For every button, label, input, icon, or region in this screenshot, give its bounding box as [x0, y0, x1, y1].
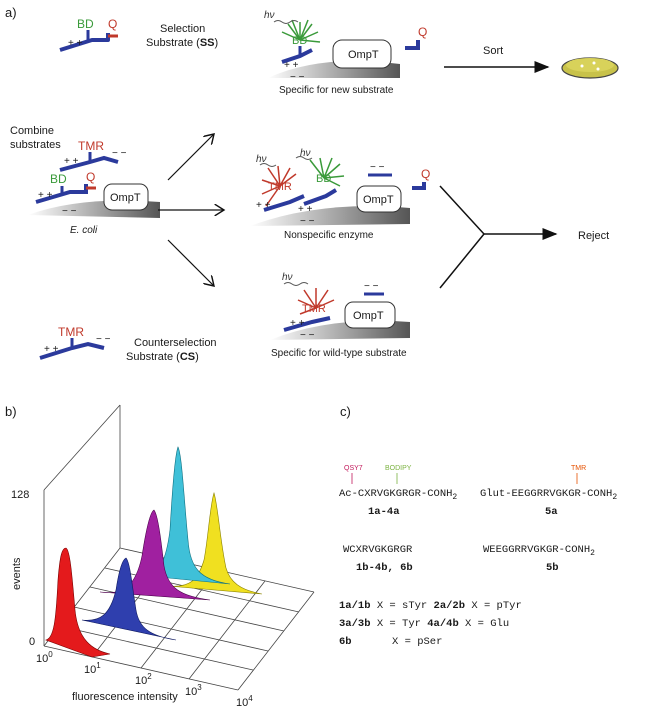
- cs-label-line1: Counterselection: [134, 337, 217, 349]
- ompt-label: OmpT: [348, 49, 379, 61]
- cs-label-line2: Substrate (CS): [126, 351, 199, 363]
- svg-text:hν: hν: [264, 10, 275, 21]
- svg-text:BD: BD: [292, 35, 307, 47]
- ss-label-line2: Substrate (SS): [146, 37, 218, 49]
- svg-text:− −: − −: [62, 206, 77, 217]
- svg-text:hν: hν: [300, 148, 311, 159]
- svg-text:+ +: + +: [284, 60, 299, 71]
- combine-line1: Combine: [10, 125, 54, 137]
- svg-text:OmpT: OmpT: [363, 194, 394, 206]
- arrow-up: [167, 134, 214, 181]
- nonspecific-cell: OmpT TMR BD + + + + − − hν hν − − Q: [250, 148, 430, 227]
- seq-1-id: 1a-4a: [368, 506, 400, 518]
- svg-text:TMR: TMR: [571, 465, 586, 472]
- svg-text:+ +: + +: [298, 204, 313, 215]
- svg-text:100: 100: [36, 650, 53, 665]
- svg-text:+ +: + +: [64, 156, 79, 167]
- svg-text:102: 102: [135, 672, 152, 687]
- ecoli-cell-left: OmpT BD Q + + − −: [28, 170, 160, 218]
- y-axis-label: events: [11, 557, 23, 590]
- svg-text:+ +: + +: [44, 344, 59, 355]
- svg-text:hν: hν: [256, 154, 267, 165]
- svg-text:BD: BD: [50, 172, 67, 186]
- y-tick-128: 128: [11, 489, 29, 501]
- sort-label: Sort: [483, 45, 503, 57]
- legend-row-1: 1a/1b X = sTyr 2a/2b X = pTyr: [339, 600, 522, 612]
- histogram-series-blue: [81, 557, 177, 641]
- svg-text:+ +: + +: [38, 190, 53, 201]
- svg-text:103: 103: [185, 683, 202, 698]
- combine-line2: substrates: [10, 139, 61, 151]
- svg-text:TMR: TMR: [268, 181, 292, 193]
- tmr-substrate-glyph: TMR + + − −: [59, 139, 127, 172]
- ecoli-label: E. coli: [70, 225, 98, 236]
- caption-nonspecific: Nonspecific enzyme: [284, 230, 374, 241]
- svg-text:+ +: + +: [256, 200, 271, 211]
- histogram-series-cyan: [137, 446, 231, 585]
- x-ticks: 100 101 102 103 104: [36, 650, 253, 709]
- caption-specific-wt: Specific for wild-type substrate: [271, 348, 407, 359]
- panel-a-label: a): [5, 5, 17, 20]
- svg-text:OmpT: OmpT: [353, 310, 384, 322]
- x-axis-label: fluorescence intensity: [72, 691, 178, 703]
- seq-2: Glut-EEGGRRVGKGR-CONH2: [480, 488, 617, 502]
- dye-labels: QSY7 BODIPY TMR: [344, 465, 586, 484]
- arrow-down: [167, 239, 214, 286]
- reject-label: Reject: [578, 230, 609, 242]
- svg-text:104: 104: [236, 694, 253, 709]
- svg-text:− −: − −: [300, 330, 315, 341]
- histogram-series-red: [44, 547, 111, 658]
- ss-label-line1: Selection: [160, 23, 205, 35]
- counterselection-substrate-glyph: TMR + + − −: [39, 325, 111, 360]
- svg-text:Q: Q: [421, 167, 430, 181]
- seq-2-id: 5a: [545, 506, 558, 518]
- legend-row-2: 3a/3b X = Tyr 4a/4b X = Glu: [339, 618, 509, 630]
- svg-text:Q: Q: [418, 25, 427, 39]
- svg-text:− −: − −: [364, 281, 379, 292]
- svg-text:− −: − −: [112, 148, 127, 159]
- svg-text:− −: − −: [300, 216, 315, 227]
- y-tick-0: 0: [29, 636, 35, 648]
- seq-3: WCXRVGKGRGR: [343, 544, 413, 556]
- q-label: Q: [108, 17, 117, 31]
- svg-text:TMR: TMR: [78, 139, 104, 153]
- seq-1: Ac-CXRVGKGRGR-CONH2: [339, 488, 457, 502]
- seq-3-id: 1b-4b, 6b: [356, 562, 413, 574]
- merge-lines: [439, 185, 485, 289]
- panel-c-label: c): [340, 404, 351, 419]
- svg-text:BD: BD: [316, 173, 331, 185]
- svg-text:+ +: + +: [290, 318, 305, 329]
- svg-text:Q: Q: [86, 170, 95, 184]
- bd-label: BD: [77, 17, 94, 31]
- selection-substrate-glyph: + + BD Q: [59, 17, 118, 52]
- specific-wt-cell: OmpT TMR + + − − hν − −: [270, 272, 410, 341]
- caption-specific-new: Specific for new substrate: [279, 85, 394, 96]
- seq-4-id: 5b: [546, 562, 559, 574]
- histogram-3d: [43, 404, 315, 691]
- agar-plate-icon: [561, 57, 619, 79]
- specific-new-cell: OmpT BD hν + + − − Q: [264, 10, 427, 83]
- svg-text:101: 101: [84, 661, 101, 676]
- seq-4: WEEGGRRVGKGR-CONH2: [483, 544, 595, 558]
- svg-text:− −: − −: [370, 162, 385, 173]
- svg-text:− −: − −: [96, 334, 111, 345]
- svg-text:OmpT: OmpT: [110, 192, 141, 204]
- svg-text:TMR: TMR: [58, 325, 84, 339]
- svg-text:TMR: TMR: [302, 303, 326, 315]
- histogram-series-purple: [99, 509, 211, 601]
- svg-text:hν: hν: [282, 272, 293, 283]
- panel-b-label: b): [5, 404, 17, 419]
- svg-text:BODIPY: BODIPY: [385, 465, 412, 472]
- svg-text:+ +: + +: [68, 38, 83, 49]
- svg-text:− −: − −: [290, 72, 305, 83]
- svg-text:QSY7: QSY7: [344, 465, 363, 472]
